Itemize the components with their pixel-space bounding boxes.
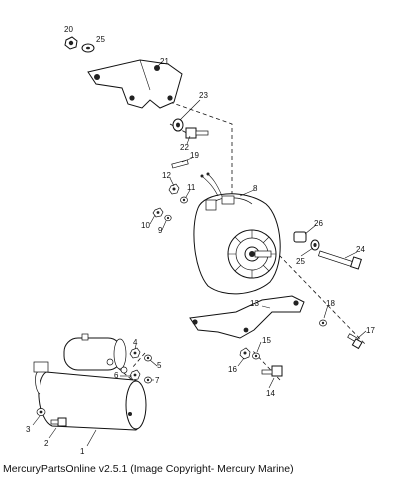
callout-25-right: 25	[296, 257, 305, 266]
starter-motor-part-1	[33, 333, 147, 431]
washer-part-25-right	[310, 239, 320, 251]
bolt-part-22	[185, 127, 209, 139]
callout-1: 1	[80, 447, 85, 456]
washer-part-7	[144, 376, 152, 384]
callout-20: 20	[64, 25, 73, 34]
callout-3: 3	[26, 425, 31, 434]
washer-part-11	[180, 196, 188, 204]
callout-18: 18	[326, 299, 335, 308]
image-caption: MercuryPartsOnline v2.5.1 (Image Copyrig…	[3, 463, 294, 475]
nut-part-10	[152, 207, 164, 218]
alternator-fan	[227, 229, 277, 279]
washer-part-18	[319, 319, 327, 327]
mounting-bracket-part-21	[87, 59, 183, 109]
callout-25-top: 25	[96, 35, 105, 44]
callout-5: 5	[157, 361, 162, 370]
spacer-part-26	[293, 231, 307, 243]
callout-14: 14	[266, 389, 275, 398]
callout-10: 10	[141, 221, 150, 230]
callout-19: 19	[190, 151, 199, 160]
bolt-part-17	[347, 333, 363, 350]
washer-part-25-top	[81, 43, 95, 53]
bolt-part-2	[50, 417, 67, 427]
callout-26: 26	[314, 219, 323, 228]
callout-15: 15	[262, 336, 271, 345]
washer-part-5	[144, 354, 152, 362]
callout-labels: 20 25 21 23 22 19 12 11 8 10 9 26 25 24 …	[26, 25, 375, 456]
callout-7: 7	[155, 376, 160, 385]
callout-21: 21	[160, 57, 169, 66]
callout-24: 24	[356, 245, 365, 254]
callout-8: 8	[253, 184, 258, 193]
screw-part-12	[168, 183, 180, 195]
callout-11: 11	[187, 183, 196, 192]
callout-13: 13	[250, 299, 259, 308]
nut-part-20	[64, 36, 78, 50]
washer-part-9	[164, 214, 172, 222]
washer-part-23	[172, 118, 184, 132]
nut-part-16	[239, 347, 251, 360]
callout-leaders	[32, 61, 367, 447]
exploded-parts-diagram: 20 25 21 23 22 19 12 11 8 10 9 26 25 24 …	[26, 25, 375, 456]
callout-2: 2	[44, 439, 49, 448]
callout-23: 23	[199, 91, 208, 100]
callout-22: 22	[180, 143, 189, 152]
callout-6: 6	[114, 371, 119, 380]
callout-12: 12	[162, 171, 171, 180]
callout-9: 9	[158, 226, 163, 235]
callout-16: 16	[228, 365, 237, 374]
washer-part-15	[252, 352, 260, 360]
bolt-part-24	[318, 250, 362, 270]
callout-17: 17	[366, 326, 375, 335]
bolt-part-14	[261, 365, 283, 377]
pin-part-19	[171, 159, 189, 169]
adjusting-bracket-part-13	[189, 295, 305, 339]
alternator-part-8	[193, 172, 281, 295]
washer-part-3	[36, 408, 46, 416]
callout-4: 4	[133, 338, 138, 347]
nut-part-4	[129, 347, 141, 359]
nut-part-6	[129, 369, 141, 381]
